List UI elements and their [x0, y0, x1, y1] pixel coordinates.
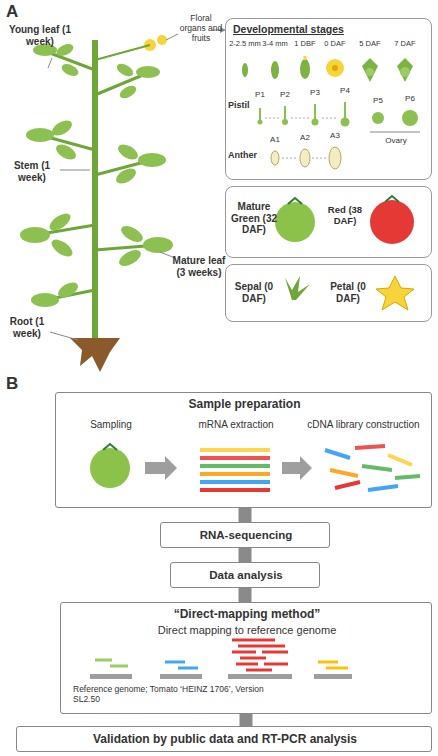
process-box: “Direct-mapping method” Direct mapping to…: [60, 602, 432, 714]
part-label: P1: [252, 90, 268, 99]
part-label: 1 DBF: [290, 40, 320, 49]
box-text: Sampling: [71, 419, 151, 431]
part-label: 2-2.5 mm: [228, 40, 262, 49]
part-label: 0 DAF: [320, 40, 350, 49]
box-text: Red (38 DAF): [321, 205, 369, 227]
panel-box: Sepal (0 DAF) Petal (0 DAF): [225, 264, 432, 322]
panel-letter: A: [6, 2, 26, 22]
box-title: Data analysis: [171, 569, 321, 582]
flow-connector: [245, 508, 246, 522]
part-label: Ovary: [378, 136, 414, 145]
box-text: Reference genome; Tomato ‘HEINZ 1706’, V…: [73, 685, 283, 705]
part-label: Anther: [228, 150, 264, 160]
process-box: Sample preparationSampling mRNA extractio…: [55, 392, 432, 508]
part-label: Root (1 week): [2, 316, 52, 339]
part-label: Floral organs and fruits: [178, 14, 224, 43]
box-title: Sample preparation: [56, 398, 433, 412]
part-label: P5: [370, 96, 386, 105]
part-label: Pistil: [228, 100, 258, 110]
box-title: Mature Green (32 DAF): [229, 201, 279, 236]
part-label: Mature leaf (3 weeks): [170, 255, 228, 278]
part-label: P4: [337, 86, 353, 95]
panel-letter: B: [6, 374, 26, 394]
stage-buds: [242, 56, 413, 82]
part-label: 5 DAF: [355, 40, 385, 49]
part-label: A1: [267, 135, 283, 144]
part-label: P3: [307, 88, 323, 97]
process-box: Validation by public data and RT-PCR ana…: [16, 726, 432, 752]
process-box: Data analysis: [170, 562, 320, 588]
process-box: RNA-sequencing: [160, 522, 330, 548]
part-label: A2: [297, 133, 313, 142]
box-title: Developmental stages: [233, 23, 383, 35]
box-title: “Direct-mapping method”: [61, 608, 433, 622]
flow-connector: [245, 548, 246, 562]
box-text: cDNA library construction: [296, 419, 431, 431]
flow-connector: [246, 714, 247, 726]
box-text: Direct mapping to reference genome: [61, 624, 433, 637]
part-label: P2: [277, 90, 293, 99]
part-label: 3-4 mm: [260, 40, 290, 49]
part-label: A3: [327, 131, 343, 140]
part-label: Young leaf (1 week): [8, 24, 72, 47]
flow-connector: [245, 588, 246, 602]
part-label: 7 DAF: [390, 40, 420, 49]
box-text: mRNA extraction: [181, 419, 291, 431]
box-title: RNA-sequencing: [161, 529, 331, 542]
box-title: Sepal (0 DAF): [230, 281, 278, 304]
box-text: Petal (0 DAF): [324, 281, 372, 304]
part-label: Stem (1 week): [6, 160, 58, 183]
part-label: P6: [402, 94, 418, 103]
box-title: Validation by public data and RT-PCR ana…: [17, 733, 433, 747]
panel-box: Mature Green (32 DAF) Red (38 DAF): [225, 186, 432, 258]
